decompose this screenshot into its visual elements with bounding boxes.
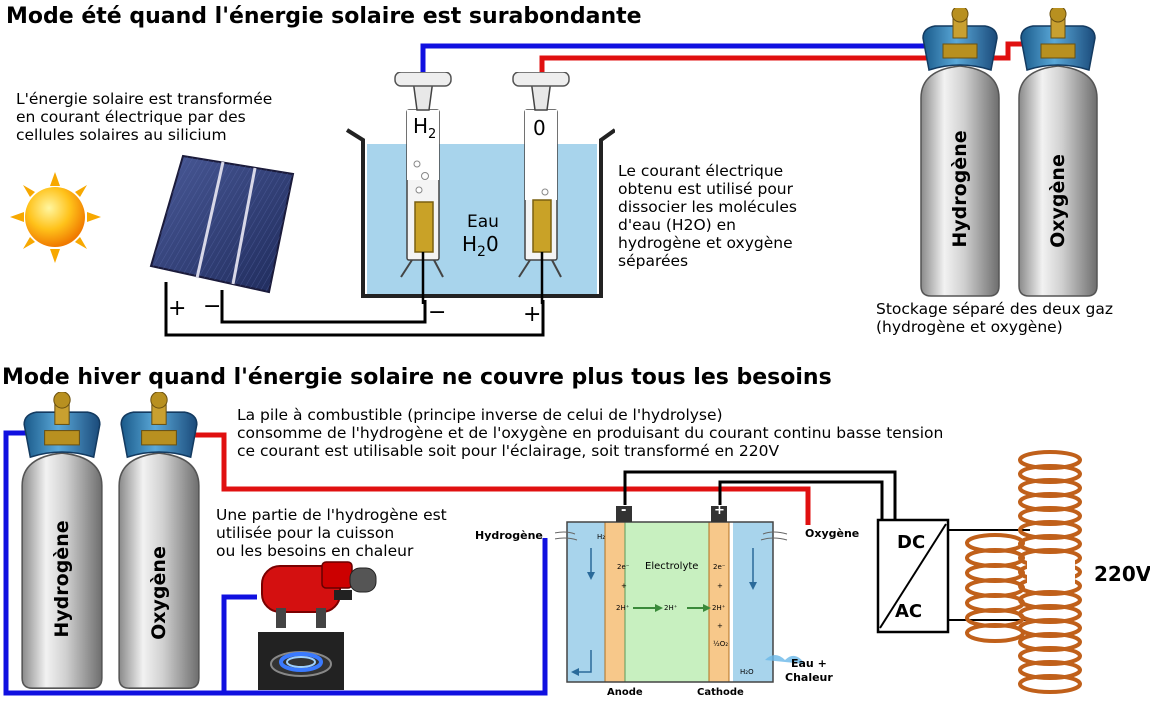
cell-plus: + — [168, 296, 187, 321]
storage-text: Stockage séparé des deux gaz (hydrogène … — [876, 300, 1114, 336]
fc-2e-right: 2e⁻ — [713, 563, 726, 571]
tube-left — [394, 72, 452, 304]
dc-wire-plus — [718, 480, 884, 520]
fc-water-label: Eau + Chaleur — [785, 657, 833, 684]
hydrogen-use-text: Une partie de l'hydrogène est utilisée p… — [216, 506, 447, 560]
water-label: Eau — [467, 212, 499, 232]
current-text: Le courant électrique obtenu est utilisé… — [618, 162, 797, 270]
fc-h2-label: H₂ — [597, 533, 606, 541]
tube-left-label: H2 — [413, 114, 437, 142]
fc-minus: - — [621, 503, 627, 518]
fc-anode-label: Anode — [607, 687, 643, 698]
transformer-coil — [965, 450, 1082, 694]
dc-wire-minus — [623, 470, 897, 520]
solar-text: L'énergie solaire est transformée en cou… — [16, 90, 273, 144]
fc-h2o-label: H₂O — [740, 668, 754, 676]
winter-hydrogen-label: Hydrogène — [51, 520, 73, 638]
fc-electrolyte-label: Electrolyte — [645, 561, 699, 572]
oxygen-pipe-winter — [160, 432, 811, 525]
fc-plus-left-1: + — [621, 582, 627, 590]
converter-ac-label: AC — [895, 601, 923, 622]
water-formula: H20 — [462, 232, 499, 260]
voltage-label: 220V — [1094, 562, 1150, 586]
fuel-cell-plus-terminal — [711, 506, 727, 522]
circuit-plus — [164, 282, 545, 337]
fc-plus-right-2: + — [717, 622, 723, 630]
fc-2e-left: 2e⁻ — [617, 563, 630, 571]
solar-cell — [149, 154, 295, 294]
circuit-minus — [220, 290, 427, 324]
fc-hydrogen-label: Hydrogène — [475, 529, 543, 542]
fc-o2-label: ½O₂ — [713, 640, 729, 648]
hydrogen-pipe-winter-stove — [221, 594, 257, 693]
dc-ac-converter — [876, 518, 950, 634]
stove-icon — [258, 632, 344, 690]
fc-2h-left: 2H⁺ — [616, 604, 630, 612]
fc-plus: + — [714, 503, 725, 518]
fc-cathode-label: Cathode — [697, 687, 744, 698]
winter-title: Mode hiver quand l'énergie solaire ne co… — [2, 365, 832, 390]
winter-oxygen-label: Oxygène — [148, 546, 170, 640]
sun-icon — [10, 172, 101, 263]
bath-plus: + — [523, 302, 542, 327]
fc-2h-right: 2H⁺ — [712, 604, 726, 612]
tube-right — [512, 72, 570, 304]
electrolysis-bath — [345, 72, 615, 304]
fuel-cell-minus-terminal — [616, 506, 632, 522]
cell-minus: − — [203, 294, 222, 319]
summer-title: Mode été quand l'énergie solaire est sur… — [6, 4, 642, 29]
converter-dc-label: DC — [897, 532, 926, 553]
fc-plus-right-1: + — [717, 582, 723, 590]
fuel-cell — [555, 506, 805, 683]
summer-hydrogen-label: Hydrogène — [949, 130, 971, 248]
bath-minus: − — [428, 300, 447, 325]
tube-right-label: 0 — [533, 116, 546, 140]
summer-oxygen-label: Oxygène — [1047, 154, 1069, 248]
fuelcell-text: La pile à combustible (principe inverse … — [237, 406, 944, 460]
fc-2h-mid: 2H⁺ — [664, 604, 678, 612]
burner-icon — [261, 561, 377, 628]
hydrogen-pipe-summer — [420, 43, 962, 80]
fc-oxygen-label: Oxygène — [805, 527, 860, 540]
